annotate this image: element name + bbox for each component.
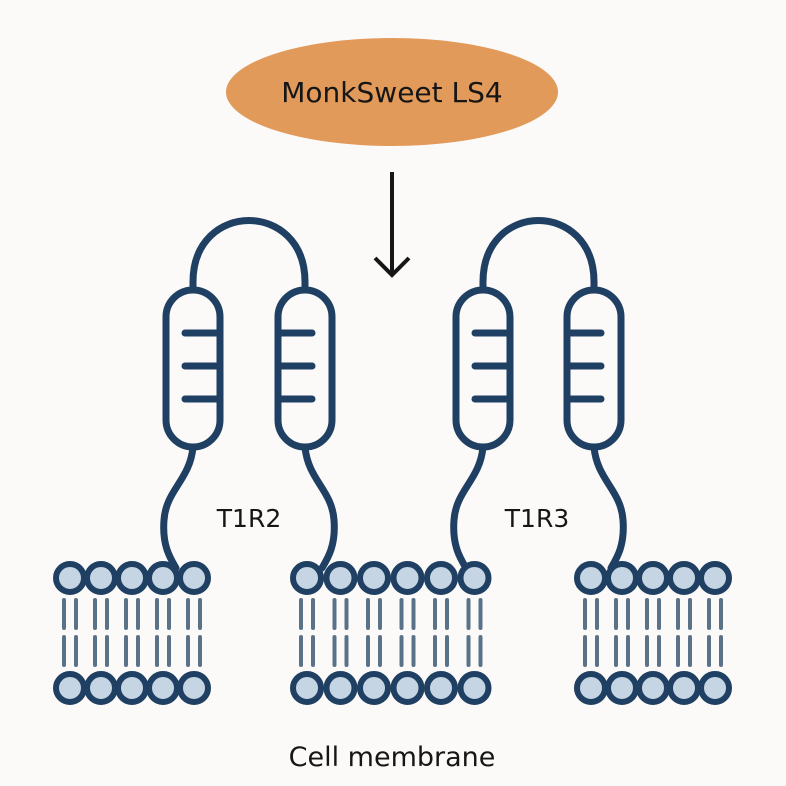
lipid-head-inner bbox=[115, 671, 149, 705]
cell-membrane bbox=[53, 561, 732, 705]
lipid-head-outer bbox=[177, 561, 211, 595]
membrane-segment-right bbox=[574, 561, 732, 705]
lipid-head-outer bbox=[424, 561, 458, 595]
lipid-head-inner bbox=[84, 671, 118, 705]
lipid-head-inner bbox=[53, 671, 87, 705]
t1r2-extracellular-loop bbox=[189, 217, 309, 294]
receptor-t1r3: T1R3 bbox=[450, 217, 627, 572]
t1r3-transmembrane-right bbox=[590, 443, 627, 572]
lipid-head-outer bbox=[146, 561, 180, 595]
lipid-head-outer bbox=[84, 561, 118, 595]
lipid-head-inner bbox=[457, 671, 492, 705]
lipid-head-inner bbox=[636, 671, 670, 705]
lipid-head-inner bbox=[424, 671, 458, 705]
lipid-head-inner bbox=[574, 671, 608, 705]
lipid-head-outer bbox=[605, 561, 639, 595]
t1r3-transmembrane-left bbox=[450, 443, 487, 572]
lipid-head-inner bbox=[146, 671, 180, 705]
lipid-head-inner bbox=[323, 671, 358, 705]
membrane-segment-middle bbox=[290, 561, 492, 705]
t1r3-label: T1R3 bbox=[504, 504, 569, 533]
ligand: MonkSweet LS4 bbox=[226, 38, 558, 146]
lipid-head-outer bbox=[115, 561, 149, 595]
lipid-head-inner bbox=[357, 671, 391, 705]
binding-arrow bbox=[373, 172, 411, 278]
lipid-head-inner bbox=[177, 671, 211, 705]
lipid-head-inner bbox=[290, 671, 324, 705]
ligand-ellipse bbox=[226, 38, 558, 146]
lipid-head-outer bbox=[53, 561, 87, 595]
lipid-head-outer bbox=[667, 561, 701, 595]
membrane-segment-left bbox=[53, 561, 211, 705]
t1r2-transmembrane-left bbox=[160, 443, 197, 572]
lipid-head-outer bbox=[636, 561, 670, 595]
arrow-head bbox=[373, 256, 411, 278]
lipid-head-outer bbox=[357, 561, 391, 595]
lipid-head-outer bbox=[698, 561, 732, 595]
t1r2-label: T1R2 bbox=[216, 504, 281, 533]
lipid-head-inner bbox=[698, 671, 732, 705]
t1r3-extracellular-loop bbox=[479, 217, 598, 294]
ligand-label: MonkSweet LS4 bbox=[281, 76, 502, 109]
lipid-head-outer bbox=[290, 561, 324, 595]
lipid-head-inner bbox=[390, 671, 425, 705]
t1r2-transmembrane-right bbox=[301, 443, 338, 572]
receptor-t1r2: T1R2 bbox=[160, 217, 338, 572]
lipid-head-outer bbox=[457, 561, 492, 595]
lipid-head-outer bbox=[574, 561, 608, 595]
lipid-head-inner bbox=[667, 671, 701, 705]
lipid-head-inner bbox=[605, 671, 639, 705]
membrane-label: Cell membrane bbox=[289, 742, 496, 773]
lipid-head-outer bbox=[323, 561, 358, 595]
lipid-head-outer bbox=[390, 561, 425, 595]
